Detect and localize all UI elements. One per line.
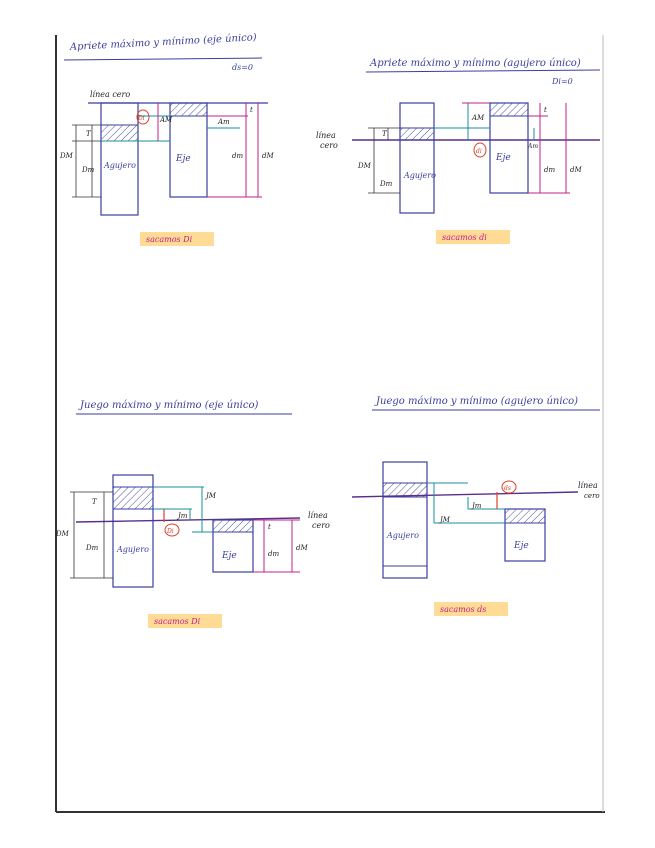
eje-label-tr: Eje <box>495 153 511 163</box>
label-t-tl: t <box>250 106 253 114</box>
diagram-juego-agujero-unico: Juego máximo y mínimo (agujero único) Ag… <box>351 396 600 616</box>
agujero-tolerance-hatch-tr <box>399 127 435 141</box>
label-AM-tl: AM <box>159 116 173 124</box>
note-bl: sacamos Di <box>154 617 201 626</box>
label-Dm-tl: Dm <box>81 166 95 174</box>
circle-ds-br <box>501 480 517 494</box>
note-highlight-tl <box>140 232 214 246</box>
title-bl: Juego máximo y mínimo (eje único) <box>78 400 258 411</box>
label-DM-bl: DM <box>55 530 70 538</box>
agujero-label-tr: Agujero <box>403 171 436 180</box>
eje-label-bl: Eje <box>221 551 237 561</box>
circle-Di-bl <box>164 523 180 537</box>
label-AM-tr: AM <box>471 114 485 122</box>
label-Jm-br: Jm <box>470 502 482 510</box>
agujero-tolerance-hatch-bl <box>112 486 154 510</box>
zero-line-bl <box>75 517 301 523</box>
note-highlight-bl <box>148 614 222 628</box>
title-tr-underline <box>365 69 601 73</box>
eje-tolerance-hatch-bl <box>212 519 254 533</box>
label-dM-bl: dM <box>296 544 308 552</box>
agujero-tolerance-hatch-br <box>382 482 428 498</box>
title-br: Juego máximo y mínimo (agujero único) <box>374 396 578 407</box>
eje-tolerance-hatch-tr <box>489 102 529 117</box>
agujero-label-tl: Agujero <box>103 161 136 170</box>
diagram-apriete-agujero-unico: Apriete máximo y mínimo (agujero único) … <box>316 58 601 244</box>
note-highlight-br <box>434 602 508 616</box>
label-DM-tr: DM <box>357 162 372 170</box>
agujero-box-br <box>382 461 428 579</box>
agujero-box-tl <box>100 102 139 216</box>
label-di-tr: di <box>476 148 482 155</box>
linea-cero-label-tr-2: cero <box>320 141 338 150</box>
label-Dm-tr: Dm <box>379 180 393 188</box>
label-Di-bl: Di <box>166 528 174 535</box>
circle-di-tr <box>473 142 487 158</box>
diagram-juego-eje-unico: Juego máximo y mínimo (eje único) Agujer… <box>55 400 330 628</box>
linea-cero-label-tl: línea cero <box>90 90 130 99</box>
label-T-tr: T <box>382 130 388 138</box>
label-dM-tl: dM <box>262 152 274 160</box>
label-Am-tr: Am <box>527 143 538 150</box>
label-JM-bl: JM <box>204 492 217 500</box>
title-tr-sub: Di=0 <box>551 77 573 86</box>
label-t-tr: t <box>544 106 547 114</box>
zero-line-br <box>351 491 579 498</box>
label-ds-br: ds <box>504 485 511 492</box>
title-tl-sub: ds=0 <box>232 63 253 72</box>
linea-cero-label-br-2: cero <box>584 492 600 500</box>
label-Jm-bl: Jm <box>176 512 188 520</box>
linea-cero-label-bl-2: cero <box>312 521 330 530</box>
label-t-bl: t <box>268 523 271 531</box>
agujero-label-br: Agujero <box>386 531 419 540</box>
title-tl-underline <box>63 57 263 61</box>
eje-tolerance-hatch-br <box>504 508 546 524</box>
label-DM-tl: DM <box>59 152 74 160</box>
eje-label-br: Eje <box>513 541 529 551</box>
label-Dm-bl: Dm <box>85 544 99 552</box>
linea-cero-label-br-1: línea <box>578 481 598 490</box>
label-dm-tl: dm <box>232 152 243 160</box>
agujero-box-bl <box>112 474 154 588</box>
agujero-tolerance-hatch-tl <box>100 124 139 142</box>
label-dm-bl: dm <box>268 550 279 558</box>
diagram-apriete-eje-unico: Apriete máximo y mínimo (eje único) ds=0… <box>59 32 274 246</box>
linea-cero-label-tr-1: línea <box>316 131 336 140</box>
title-tl: Apriete máximo y mínimo (eje único) <box>69 32 257 53</box>
label-JM-br: JM <box>438 516 451 524</box>
note-br: sacamos ds <box>440 605 486 614</box>
label-T-bl: T <box>92 498 98 506</box>
circle-di-tl <box>136 109 150 125</box>
eje-tolerance-hatch-tl <box>169 102 208 117</box>
note-tl: sacamos Di <box>146 235 193 244</box>
label-dM-tr: dM <box>570 166 582 174</box>
eje-label-tl: Eje <box>175 154 191 164</box>
linea-cero-label-bl-1: línea <box>308 511 328 520</box>
label-dm-tr: dm <box>544 166 555 174</box>
eje-box-tl <box>169 102 208 198</box>
label-Am-tl: Am <box>217 118 230 126</box>
agujero-label-bl: Agujero <box>116 545 149 554</box>
note-highlight-tr <box>436 230 510 244</box>
label-di-tl: Di <box>137 115 145 122</box>
title-tr: Apriete máximo y mínimo (agujero único) <box>369 58 581 69</box>
agujero-box-tr <box>399 102 435 214</box>
note-tr: sacamos di <box>442 233 487 242</box>
label-T-tl: T <box>86 130 92 138</box>
